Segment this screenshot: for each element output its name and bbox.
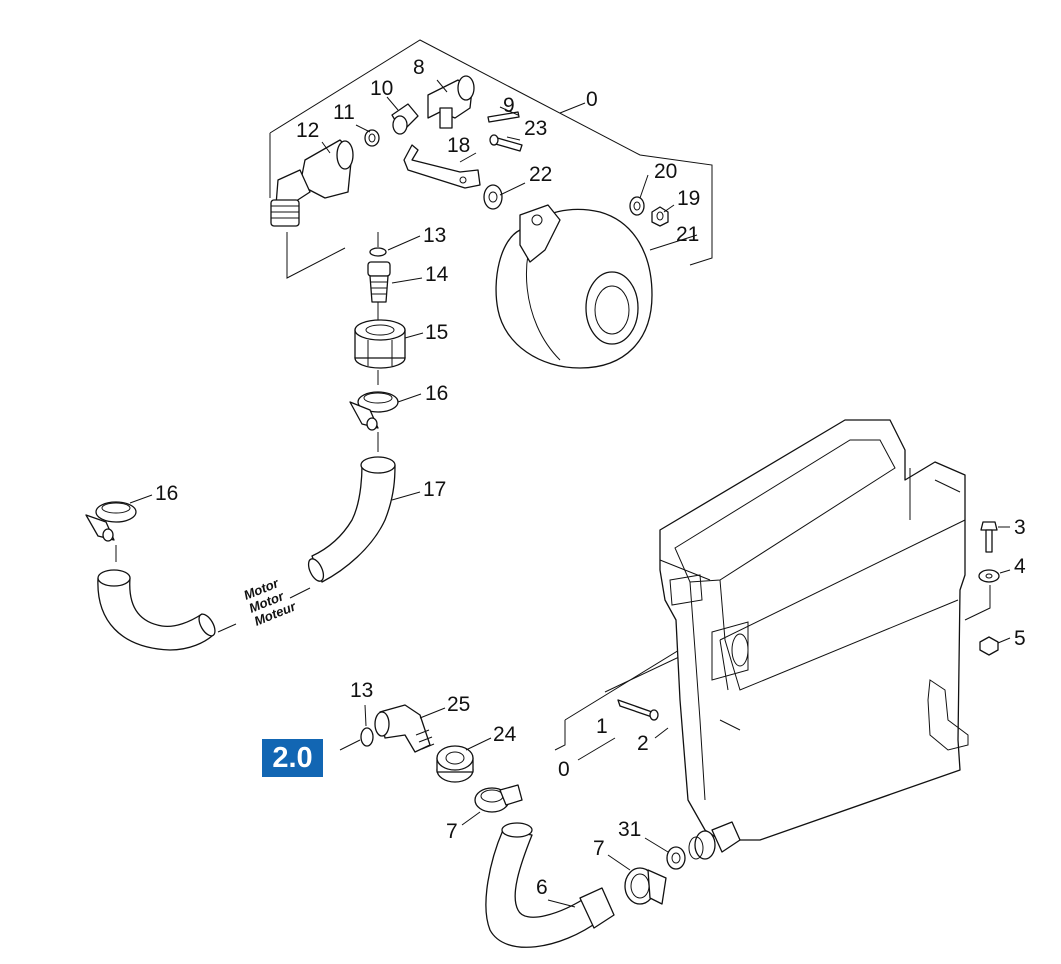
callout-18: 18 <box>447 134 470 157</box>
lever-arm-part-18 <box>403 144 481 189</box>
hose-clamp-part-7-lower <box>624 867 667 905</box>
sleeve-part-10 <box>391 103 419 135</box>
callout-7-lower: 7 <box>593 837 605 860</box>
callout-13-lower: 13 <box>350 679 373 702</box>
hose-clamp-part-16-lower <box>85 501 137 542</box>
callout-25: 25 <box>447 693 470 716</box>
callout-15: 15 <box>425 321 448 344</box>
motor-leader-left <box>217 623 237 633</box>
group-bracket-bottom-2 <box>554 720 566 751</box>
callout-13-top: 13 <box>423 224 446 247</box>
bolt-part-3 <box>980 521 998 553</box>
hose-to-motor <box>97 569 216 651</box>
callout-10: 10 <box>370 77 393 100</box>
elbow-part-25 <box>374 704 435 753</box>
callout-1: 1 <box>596 715 608 738</box>
callout-19: 19 <box>677 187 700 210</box>
tank-outlet-nozzle <box>688 821 741 860</box>
pin-part-9 <box>487 106 520 123</box>
callout-6: 6 <box>536 876 548 899</box>
callout-8: 8 <box>413 56 425 79</box>
callout-12: 12 <box>296 119 319 142</box>
callout-31: 31 <box>618 818 641 841</box>
callout-9: 9 <box>503 94 515 117</box>
fitting-part-31 <box>666 846 686 870</box>
nut-part-19 <box>651 206 669 227</box>
callout-21: 21 <box>676 223 699 246</box>
float-part-21 <box>495 204 653 369</box>
callout-2: 2 <box>637 732 649 755</box>
callout-24: 24 <box>493 723 517 746</box>
motor-note: Motor Motor Moteur <box>242 575 299 629</box>
ring-part-11 <box>364 129 380 147</box>
callout-3: 3 <box>1014 516 1026 539</box>
washer-part-22 <box>483 184 503 210</box>
callout-20: 20 <box>654 160 677 183</box>
callout-4: 4 <box>1014 555 1026 578</box>
cotter-pin-part-1 <box>617 699 659 721</box>
nut-part-5 <box>979 636 999 656</box>
washer-part-20 <box>629 196 645 216</box>
callout-0-bottom: 0 <box>558 758 570 781</box>
section-badge: 2.0 <box>262 739 323 777</box>
motor-leader-right <box>289 587 311 599</box>
callout-5: 5 <box>1014 627 1026 650</box>
washer-part-4 <box>978 569 1000 583</box>
callout-11: 11 <box>333 101 355 124</box>
callout-16-upper: 16 <box>425 382 448 405</box>
hose-clamp-part-16-upper <box>349 391 399 431</box>
float-valve-body <box>427 75 475 129</box>
callout-17: 17 <box>423 478 446 501</box>
hose-part-17 <box>307 456 396 583</box>
group-bracket-top <box>269 39 713 266</box>
union-nut-part-15 <box>354 319 406 369</box>
o-ring-part-13-top <box>369 247 387 257</box>
o-ring-part-13-lower <box>360 727 374 747</box>
hose-clamp-part-7-upper <box>474 784 523 813</box>
group-bracket-top-lower <box>286 232 346 279</box>
callout-0-top: 0 <box>586 88 598 111</box>
callout-23: 23 <box>524 117 547 140</box>
nipple-part-14 <box>367 261 391 303</box>
angle-valve-part-12 <box>270 139 354 227</box>
callout-16-lower: 16 <box>155 482 178 505</box>
callout-22: 22 <box>529 163 552 186</box>
screw-part-23 <box>489 134 523 152</box>
callout-7-upper: 7 <box>446 820 458 843</box>
callout-14: 14 <box>425 263 449 286</box>
nut-part-24 <box>436 745 474 783</box>
tank-part-2 <box>659 419 969 841</box>
hose-part-6 <box>485 822 615 948</box>
